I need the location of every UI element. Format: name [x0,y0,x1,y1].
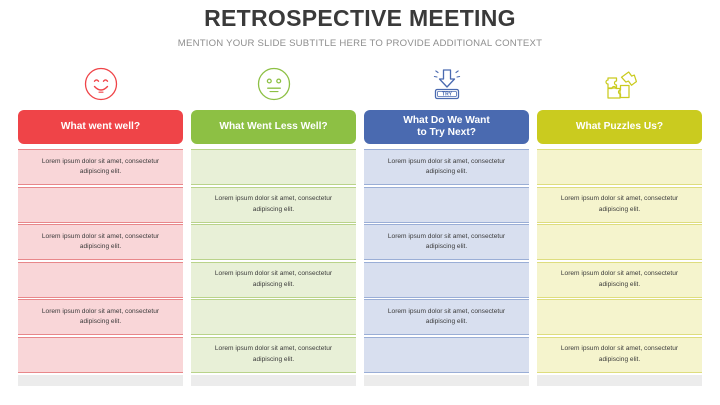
note-cell[interactable] [364,186,529,223]
note-cell[interactable] [364,261,529,298]
note-text: Lorem ipsum dolor sit amet, consectetur … [214,195,333,213]
note-cell[interactable]: Lorem ipsum dolor sit amet, consectetur … [364,224,529,260]
note-cell[interactable] [191,299,356,335]
note-text: Lorem ipsum dolor sit amet, consectetur … [214,270,333,288]
puzzle-pieces-icon [537,58,702,110]
column-header-label: What went well? [60,120,141,132]
column-what-puzzles-us: What Puzzles Us? Lorem ipsum dolor sit a… [537,58,702,386]
retrospective-columns: What went well? Lorem ipsum dolor sit am… [18,58,702,386]
column-what-do-we-want-to-try-next: TRY What Do We Want to Try Next? Lorem i… [364,58,529,386]
note-text: Lorem ipsum dolor sit amet, consectetur … [387,157,506,175]
title-block: RETROSPECTIVE MEETING MENTION YOUR SLIDE… [0,5,720,50]
smiley-neutral-face-icon [191,58,356,110]
try-button-arrow-icon: TRY [364,58,529,110]
note-cell[interactable]: Lorem ipsum dolor sit amet, consectetur … [18,149,183,185]
note-cell[interactable] [537,149,702,185]
column-header-label: What Do We Want to Try Next? [403,115,490,140]
note-cell[interactable]: Lorem ipsum dolor sit amet, consectetur … [18,224,183,260]
column-body-what-went-less-well: Lorem ipsum dolor sit amet, consectetur … [191,149,356,374]
column-header-label-line1: What Do We Want [403,114,490,126]
column-footer [364,374,529,386]
note-cell[interactable]: Lorem ipsum dolor sit amet, consectetur … [191,261,356,298]
note-text: Lorem ipsum dolor sit amet, consectetur … [560,195,679,213]
column-header-what-went-less-well[interactable]: What Went Less Well? [191,110,356,144]
note-text: Lorem ipsum dolor sit amet, consectetur … [387,307,506,325]
note-text: Lorem ipsum dolor sit amet, consectetur … [560,270,679,288]
note-cell[interactable]: Lorem ipsum dolor sit amet, consectetur … [191,336,356,373]
column-header-what-went-well[interactable]: What went well? [18,110,183,144]
smiley-happy-face-icon [18,58,183,110]
note-cell[interactable]: Lorem ipsum dolor sit amet, consectetur … [364,299,529,335]
note-cell[interactable] [364,336,529,373]
column-body-what-do-we-want-to-try-next: Lorem ipsum dolor sit amet, consectetur … [364,149,529,374]
note-cell[interactable] [191,224,356,260]
try-label: TRY [442,92,453,98]
note-cell[interactable] [537,224,702,260]
column-header-what-puzzles-us[interactable]: What Puzzles Us? [537,110,702,144]
note-cell[interactable] [191,149,356,185]
note-text: Lorem ipsum dolor sit amet, consectetur … [387,232,506,250]
column-what-went-well: What went well? Lorem ipsum dolor sit am… [18,58,183,386]
note-cell[interactable]: Lorem ipsum dolor sit amet, consectetur … [364,149,529,185]
note-text: Lorem ipsum dolor sit amet, consectetur … [41,157,160,175]
column-header-label-line2: to Try Next? [417,127,476,138]
column-footer [191,374,356,386]
column-body-what-went-well: Lorem ipsum dolor sit amet, consectetur … [18,149,183,374]
note-cell[interactable]: Lorem ipsum dolor sit amet, consectetur … [18,299,183,335]
column-header-label: What Puzzles Us? [575,120,664,132]
column-footer [537,374,702,386]
note-text: Lorem ipsum dolor sit amet, consectetur … [560,345,679,363]
note-text: Lorem ipsum dolor sit amet, consectetur … [41,232,160,250]
note-cell[interactable] [18,186,183,223]
column-what-went-less-well: What Went Less Well? Lorem ipsum dolor s… [191,58,356,386]
note-cell[interactable] [537,299,702,335]
column-header-what-do-we-want-to-try-next[interactable]: What Do We Want to Try Next? [364,110,529,144]
note-cell[interactable] [18,261,183,298]
page-title: RETROSPECTIVE MEETING [204,5,516,31]
column-footer [18,374,183,386]
column-header-label: What Went Less Well? [219,120,328,132]
page-subtitle: MENTION YOUR SLIDE SUBTITLE HERE TO PROV… [177,38,543,50]
note-cell[interactable]: Lorem ipsum dolor sit amet, consectetur … [537,336,702,373]
note-cell[interactable]: Lorem ipsum dolor sit amet, consectetur … [537,261,702,298]
column-body-what-puzzles-us: Lorem ipsum dolor sit amet, consectetur … [537,149,702,374]
note-cell[interactable] [18,336,183,373]
note-text: Lorem ipsum dolor sit amet, consectetur … [41,307,160,325]
note-text: Lorem ipsum dolor sit amet, consectetur … [214,345,333,363]
note-cell[interactable]: Lorem ipsum dolor sit amet, consectetur … [191,186,356,223]
note-cell[interactable]: Lorem ipsum dolor sit amet, consectetur … [537,186,702,223]
